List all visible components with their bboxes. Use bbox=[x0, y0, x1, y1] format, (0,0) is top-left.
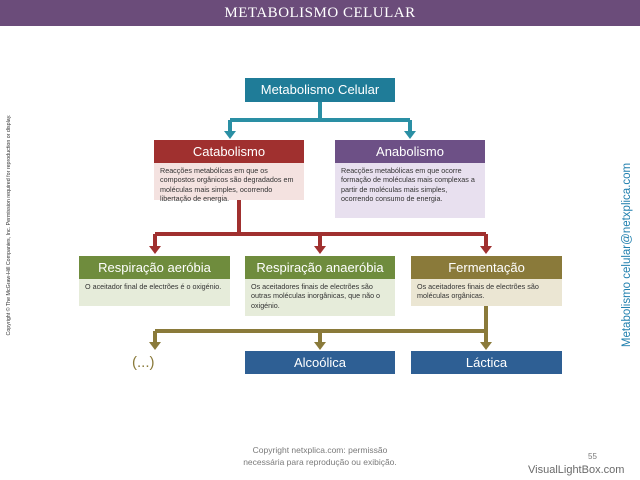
node-respiracao-aerobia: Respiração aeróbia bbox=[79, 256, 230, 279]
node-label: Alcoólica bbox=[293, 355, 347, 370]
node-metabolismo-celular: Metabolismo Celular bbox=[245, 78, 395, 102]
respiracao-aerobia-description: O aceitador final de electrões é o oxigé… bbox=[79, 279, 230, 306]
node-lactica: Láctica bbox=[411, 351, 562, 374]
node-ellipsis: (...) bbox=[132, 354, 155, 371]
node-label: Respiração anaeróbia bbox=[256, 260, 384, 275]
node-respiracao-anaerobia: Respiração anaeróbia bbox=[245, 256, 395, 279]
fermentacao-description: Os aceitadores finais de electrões são m… bbox=[411, 279, 562, 306]
footer-copyright: Copyright netxplica.com: permissão neces… bbox=[170, 444, 470, 468]
catabolismo-description: Reacções metabólicas em que os compostos… bbox=[154, 163, 304, 203]
arrowhead bbox=[149, 342, 161, 350]
anabolismo-description: Reacções metabólicas em que ocorre forma… bbox=[335, 163, 485, 218]
node-label: Respiração aeróbia bbox=[98, 260, 211, 275]
arrowhead bbox=[149, 246, 161, 254]
arrowhead bbox=[314, 342, 326, 350]
side-brand: Metabolismo celular@netxplica.com bbox=[621, 162, 633, 348]
respiracao-anaerobia-description: Os aceitadores finais de electrões são o… bbox=[245, 279, 395, 316]
arrowhead bbox=[480, 246, 492, 254]
node-fermentacao: Fermentação bbox=[411, 256, 562, 279]
arrowhead bbox=[314, 246, 326, 254]
page-number: 55 bbox=[588, 452, 597, 461]
page-title: METABOLISMO CELULAR bbox=[224, 5, 416, 21]
watermark: VisualLightBox.com bbox=[528, 464, 625, 476]
title-bar: METABOLISMO CELULAR bbox=[0, 0, 640, 26]
node-catabolismo: Catabolismo bbox=[154, 140, 304, 163]
side-copyright: Copyright © The McGraw-Hill Companies, I… bbox=[6, 114, 12, 336]
connector-catabolismo bbox=[153, 200, 488, 246]
arrowhead bbox=[480, 342, 492, 350]
footer-line-1: Copyright netxplica.com: permissão bbox=[252, 445, 388, 455]
arrowhead bbox=[404, 131, 416, 139]
node-label: Fermentação bbox=[448, 260, 525, 275]
node-label: Metabolismo Celular bbox=[260, 82, 380, 97]
arrowhead bbox=[224, 131, 236, 139]
node-alcoolica: Alcoólica bbox=[245, 351, 395, 374]
node-label: Catabolismo bbox=[192, 144, 266, 159]
connector-fermentacao bbox=[153, 306, 488, 342]
connector-root bbox=[228, 102, 412, 131]
footer-line-2: necessária para reprodução ou exibição. bbox=[243, 457, 397, 467]
node-anabolismo: Anabolismo bbox=[335, 140, 485, 163]
node-label: Anabolismo bbox=[376, 144, 444, 159]
node-label: Láctica bbox=[465, 355, 508, 370]
